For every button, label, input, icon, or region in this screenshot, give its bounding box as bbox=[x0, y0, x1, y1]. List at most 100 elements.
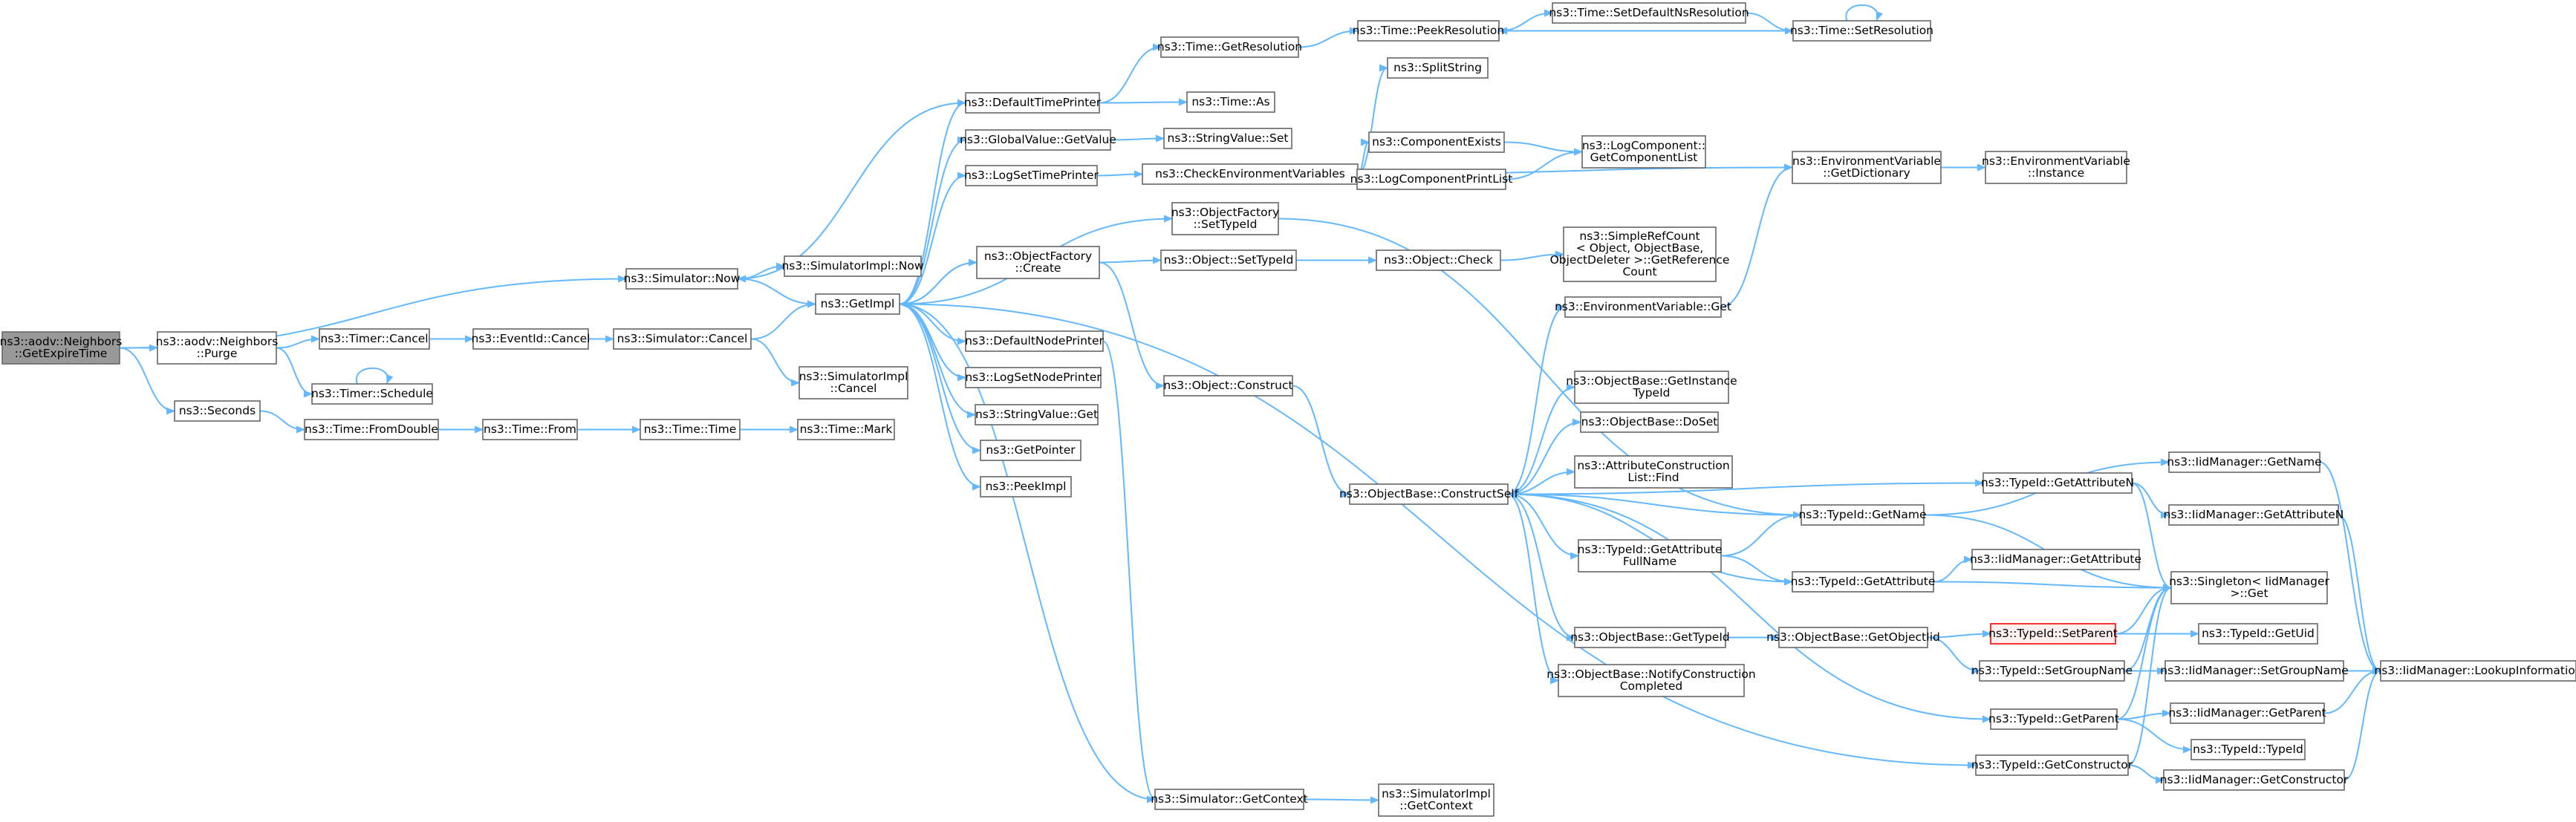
node-simImplNow[interactable]: ns3::SimulatorImpl::Now bbox=[781, 255, 924, 277]
node-envVarGet[interactable]: ns3::EnvironmentVariable::Get bbox=[1555, 296, 1731, 318]
node-typeIdGetAttribute[interactable]: ns3::TypeId::GetAttribute bbox=[1791, 571, 1936, 593]
node-objectSetTypeId[interactable]: ns3::Object::SetTypeId bbox=[1160, 249, 1297, 271]
node-typeIdSetParent[interactable]: ns3::TypeId::SetParent bbox=[1988, 623, 2118, 645]
node-box[interactable] bbox=[2168, 504, 2339, 526]
node-defTimePrinter[interactable]: ns3::DefaultTimePrinter bbox=[964, 92, 1102, 114]
node-iidLookup[interactable]: ns3::IidManager::LookupInformation bbox=[2374, 660, 2576, 682]
node-fromDouble[interactable]: ns3::Time::FromDouble bbox=[304, 419, 439, 440]
node-box[interactable] bbox=[174, 400, 261, 422]
node-box[interactable] bbox=[319, 328, 430, 350]
node-iidGetAttributeN[interactable]: ns3::IidManager::GetAttributeN bbox=[2164, 504, 2344, 526]
node-box[interactable] bbox=[1368, 131, 1505, 153]
node-box[interactable] bbox=[965, 165, 1098, 186]
node-box[interactable] bbox=[2198, 623, 2318, 645]
node-box[interactable] bbox=[965, 367, 1102, 388]
node-typeIdGetAttributeN[interactable]: ns3::TypeId::GetAttributeN bbox=[1981, 472, 2134, 494]
node-box[interactable] bbox=[1186, 91, 1275, 113]
node-box[interactable] bbox=[1979, 660, 2125, 682]
node-simpleRefCount[interactable]: ns3::SimpleRefCount< Object, ObjectBase,… bbox=[1550, 226, 1730, 282]
node-box[interactable] bbox=[1574, 371, 1729, 404]
node-box[interactable] bbox=[1558, 664, 1745, 697]
node-box[interactable] bbox=[980, 476, 1072, 498]
node-objBaseConstructSelf[interactable]: ns3::ObjectBase::ConstructSelf bbox=[1339, 483, 1519, 505]
node-box[interactable] bbox=[1378, 783, 1494, 817]
node-typeIdGetUid[interactable]: ns3::TypeId::GetUid bbox=[2198, 623, 2318, 645]
node-componentExists[interactable]: ns3::ComponentExists bbox=[1368, 131, 1505, 153]
node-typeIdSetGroupName[interactable]: ns3::TypeId::SetGroupName bbox=[1971, 660, 2133, 682]
node-box[interactable] bbox=[2170, 571, 2328, 604]
node-objBaseGetObjectIid[interactable]: ns3::ObjectBase::GetObjectIid bbox=[1766, 627, 1940, 648]
node-box[interactable] bbox=[640, 419, 741, 440]
node-timerCancel[interactable]: ns3::Timer::Cancel bbox=[319, 328, 430, 350]
node-logSetNodePrinter[interactable]: ns3::LogSetNodePrinter bbox=[965, 367, 1102, 388]
node-box[interactable] bbox=[1356, 169, 1506, 190]
node-box[interactable] bbox=[1985, 151, 2127, 184]
node-box[interactable] bbox=[2170, 702, 2325, 724]
node-objFactoryCreate[interactable]: ns3::ObjectFactory::Create bbox=[976, 246, 1100, 279]
node-box[interactable] bbox=[1160, 36, 1299, 58]
node-iidGetConstructor[interactable]: ns3::IidManager::GetConstructor bbox=[2160, 769, 2349, 791]
node-stringValueSet[interactable]: ns3::StringValue::Set bbox=[1163, 128, 1292, 149]
node-box[interactable] bbox=[976, 246, 1100, 279]
node-simImplCancel[interactable]: ns3::SimulatorImpl::Cancel bbox=[799, 366, 908, 399]
node-timeSetDefaultNs[interactable]: ns3::Time::SetDefaultNsResolution bbox=[1549, 2, 1749, 24]
node-box[interactable] bbox=[472, 328, 589, 350]
node-box[interactable] bbox=[2168, 451, 2320, 473]
node-typeIdTypeId[interactable]: ns3::TypeId::TypeId bbox=[2190, 739, 2306, 760]
node-getPointer[interactable]: ns3::GetPointer bbox=[980, 440, 1082, 461]
node-objFactorySetTypeId[interactable]: ns3::ObjectFactory::SetTypeId bbox=[1171, 202, 1279, 235]
node-box[interactable] bbox=[797, 419, 895, 440]
node-box[interactable] bbox=[1163, 128, 1292, 149]
node-box[interactable] bbox=[1971, 549, 2140, 570]
node-box[interactable] bbox=[1792, 151, 1942, 184]
node-splitString[interactable]: ns3::SplitString bbox=[1387, 57, 1489, 79]
node-box[interactable] bbox=[1564, 296, 1722, 318]
node-logCompPrintList[interactable]: ns3::LogComponentPrintList bbox=[1350, 169, 1513, 190]
node-box[interactable] bbox=[1163, 375, 1293, 397]
node-getImpl[interactable]: ns3::GetImpl bbox=[815, 293, 900, 315]
node-box[interactable] bbox=[1563, 226, 1717, 282]
node-box[interactable] bbox=[1792, 20, 1931, 42]
node-simCancel[interactable]: ns3::Simulator::Cancel bbox=[613, 328, 752, 350]
node-box[interactable] bbox=[1574, 455, 1733, 489]
node-iidGetAttribute[interactable]: ns3::IidManager::GetAttribute bbox=[1970, 549, 2141, 570]
node-timeGetResolution[interactable]: ns3::Time::GetResolution bbox=[1157, 36, 1302, 58]
node-simNow[interactable]: ns3::Simulator::Now bbox=[624, 268, 741, 290]
node-eventCancel[interactable]: ns3::EventId::Cancel bbox=[472, 328, 591, 350]
node-box[interactable] bbox=[1801, 504, 1925, 526]
node-timeMark[interactable]: ns3::Time::Mark bbox=[797, 419, 895, 440]
node-envVarInstance[interactable]: ns3::EnvironmentVariable::Instance bbox=[1982, 151, 2130, 184]
node-timeFrom[interactable]: ns3::Time::From bbox=[482, 419, 578, 440]
node-typeIdGetName[interactable]: ns3::TypeId::GetName bbox=[1798, 504, 1927, 526]
node-simImplGetContext[interactable]: ns3::SimulatorImpl::GetContext bbox=[1378, 783, 1494, 817]
node-box[interactable] bbox=[1160, 249, 1297, 271]
node-singletonGet[interactable]: ns3::Singleton< IidManager>::Get bbox=[2169, 571, 2330, 604]
node-box[interactable] bbox=[980, 440, 1082, 461]
node-box[interactable] bbox=[1387, 57, 1489, 79]
node-box[interactable] bbox=[1154, 789, 1304, 810]
node-box[interactable] bbox=[311, 383, 433, 405]
node-timePeekRes[interactable]: ns3::Time::PeekResolution bbox=[1353, 20, 1504, 42]
node-box[interactable] bbox=[965, 92, 1100, 114]
node-objBaseGetTypeId[interactable]: ns3::ObjectBase::GetTypeId bbox=[1570, 627, 1730, 648]
node-box[interactable] bbox=[965, 330, 1104, 352]
node-box[interactable] bbox=[815, 293, 900, 315]
node-box[interactable] bbox=[1975, 754, 2129, 776]
node-envVarGetDict[interactable]: ns3::EnvironmentVariable::GetDictionary bbox=[1792, 151, 1942, 184]
node-box[interactable] bbox=[1171, 202, 1279, 235]
node-checkEnv[interactable]: ns3::CheckEnvironmentVariables bbox=[1142, 163, 1359, 185]
node-box[interactable] bbox=[965, 129, 1111, 151]
node-box[interactable] bbox=[784, 255, 922, 277]
node-box[interactable] bbox=[1357, 20, 1500, 42]
node-box[interactable] bbox=[2380, 660, 2576, 682]
node-objBaseDoSet[interactable]: ns3::ObjectBase::DoSet bbox=[1580, 411, 1719, 433]
node-peekImpl[interactable]: ns3::PeekImpl bbox=[980, 476, 1072, 498]
node-stringValueGet[interactable]: ns3::StringValue::Get bbox=[975, 404, 1099, 425]
node-logCompGetList[interactable]: ns3::LogComponent::GetComponentList bbox=[1581, 135, 1706, 169]
node-timerSchedule[interactable]: ns3::Timer::Schedule bbox=[311, 383, 433, 405]
node-box[interactable] bbox=[799, 366, 908, 399]
node-defNodePrinter[interactable]: ns3::DefaultNodePrinter bbox=[965, 330, 1105, 352]
node-box[interactable] bbox=[625, 268, 738, 290]
